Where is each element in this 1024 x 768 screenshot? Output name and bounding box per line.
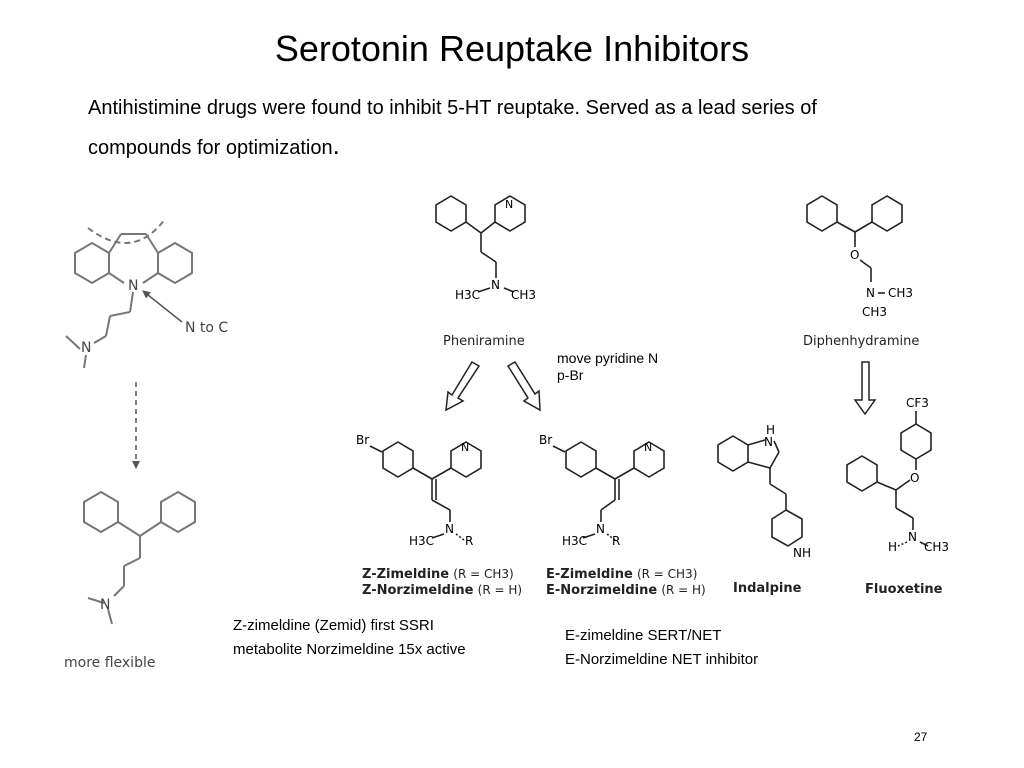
e-zimeldine-br: Br — [539, 433, 552, 447]
e-zimeldine-n: N — [596, 522, 605, 536]
z-norzimeldine-sub: (R = H) — [478, 583, 522, 597]
pheniramine-ch3: CH3 — [511, 288, 536, 302]
pheniramine-n: N — [491, 278, 500, 292]
diphenhydramine-o: O — [850, 248, 859, 262]
intro-line-2: compounds for optimization. — [88, 127, 968, 167]
e-zimeldine-py-n: N — [644, 441, 652, 454]
z-zimeldine-py-n: N — [461, 441, 469, 454]
indalpine-n: N — [764, 435, 773, 449]
pyridine-note: move pyridine N p-Br — [557, 350, 658, 384]
fluoxetine-name: Fluoxetine — [865, 582, 943, 597]
e-zimeldine-note: E-zimeldine SERT/NET E-Norzimeldine NET … — [565, 624, 758, 672]
benzene-ring-left — [74, 241, 110, 285]
arrow-to-fluoxetine — [853, 361, 877, 416]
fluoxetine-h: H — [888, 540, 897, 554]
indalpine-name: Indalpine — [733, 581, 802, 596]
more-flexible-label: more flexible — [64, 655, 155, 671]
fluoxetine-ch3: CH3 — [924, 540, 949, 554]
benzene-ring-right — [157, 241, 193, 285]
flexible-n-label: N — [100, 597, 110, 613]
z-zimeldine-n: N — [445, 522, 454, 536]
page-number: 27 — [914, 730, 928, 744]
e-norzimeldine-sub: (R = H) — [661, 583, 705, 597]
arrow-to-z-zimeldine — [445, 360, 481, 412]
diphenhydramine-n: N — [866, 286, 875, 300]
z-zimeldine-br: Br — [356, 433, 369, 447]
e-zimeldine-label-1: E-Zimeldine (R = CH3) — [546, 567, 697, 582]
pheniramine-py-n: N — [505, 198, 513, 211]
indalpine-structure — [717, 435, 803, 547]
intro-line-2-text: compounds for optimization — [88, 137, 333, 159]
z-norzimeldine-label: Z-Norzimeldine (R = H) — [362, 583, 522, 598]
z-zimeldine-note: Z-zimeldine (Zemid) first SSRI metabolit… — [233, 614, 466, 662]
z-zimeldine-label-1: Z-Zimeldine (R = CH3) — [362, 567, 514, 582]
imipramine-like-structure — [65, 218, 193, 369]
z-note-line-1: Z-zimeldine (Zemid) first SSRI — [233, 617, 434, 634]
z-zimeldine-name: Z-Zimeldine — [362, 567, 449, 582]
diphenhydramine-name: Diphenhydramine — [803, 334, 919, 349]
diphenhydramine-ch3-bottom: CH3 — [862, 305, 887, 319]
fluoxetine-n: N — [908, 530, 917, 544]
fluoxetine-o: O — [910, 471, 919, 485]
z-zimeldine-structure — [369, 441, 482, 541]
z-zimeldine-sub: (R = CH3) — [453, 567, 513, 581]
intro-line-1: Antihistimine drugs were found to inhibi… — [88, 97, 817, 119]
e-norzimeldine-name: E-Norzimeldine — [546, 583, 657, 598]
fluoxetine-cf3: CF3 — [906, 396, 929, 410]
e-norzimeldine-label: E-Norzimeldine (R = H) — [546, 583, 706, 598]
e-note-line-1: E-zimeldine SERT/NET — [565, 627, 722, 644]
pyridine-note-line-1: move pyridine N — [557, 350, 659, 366]
arrow-to-e-zimeldine — [506, 360, 541, 412]
n-to-c-arrow — [142, 290, 183, 323]
e-note-line-2: E-Norzimeldine NET inhibitor — [565, 651, 759, 668]
intro-text: Antihistimine drugs were found to inhibi… — [88, 90, 968, 167]
pheniramine-structure — [435, 195, 526, 293]
n-to-c-label: N to C — [185, 320, 228, 336]
indalpine-nh: NH — [793, 546, 811, 560]
hollow-arrows-pheniramine — [445, 360, 541, 412]
e-zimeldine-name: E-Zimeldine — [546, 567, 633, 582]
flexible-structure — [83, 490, 196, 625]
e-zimeldine-structure — [552, 441, 665, 541]
e-zimeldine-h3c: H3C — [562, 534, 587, 548]
z-norzimeldine-name: Z-Norzimeldine — [362, 583, 474, 598]
pyridine-note-line-2: p-Br — [557, 367, 584, 383]
indalpine-h: H — [766, 423, 775, 437]
z-zimeldine-h3c: H3C — [409, 534, 434, 548]
imipramine-n-label: N — [128, 278, 138, 294]
e-zimeldine-sub: (R = CH3) — [637, 567, 697, 581]
intro-period: . — [332, 130, 340, 160]
imipramine-amine-n-label: N — [81, 340, 91, 356]
pheniramine-h3c: H3C — [455, 288, 480, 302]
z-note-line-2: metabolite Norzimeldine 15x active — [233, 641, 466, 658]
diphenhydramine-structure — [806, 195, 903, 294]
pheniramine-name: Pheniramine — [443, 334, 525, 349]
e-zimeldine-r: R — [612, 534, 620, 548]
slide-title: Serotonin Reuptake Inhibitors — [274, 28, 750, 69]
diphenhydramine-ch3-right: CH3 — [888, 286, 913, 300]
fluoxetine-structure — [846, 411, 932, 547]
z-zimeldine-r: R — [465, 534, 473, 548]
